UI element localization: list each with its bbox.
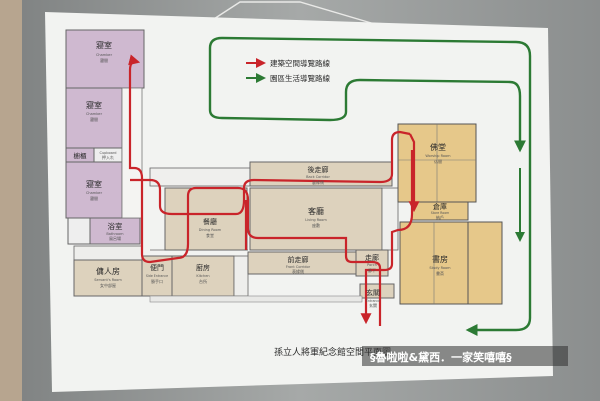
svg-text:廊下: 廊下 — [368, 267, 376, 273]
label-dining: 餐廳 — [203, 217, 217, 226]
room-study-annex — [467, 221, 503, 305]
label-front-corridor: 前走廊 — [288, 255, 309, 264]
label-closet: 櫥櫃 — [74, 151, 88, 160]
room-utility — [73, 245, 143, 261]
svg-text:Cupboard: Cupboard — [100, 151, 117, 155]
watermark-backing — [362, 346, 568, 366]
label-side-door: 便門 — [150, 263, 164, 272]
legend-red-label: 建築空間導覽路線 — [270, 58, 330, 68]
room-servants — [73, 259, 143, 297]
svg-text:Bathroom: Bathroom — [106, 232, 124, 236]
svg-text:玄関: 玄関 — [369, 302, 377, 308]
label-bathroom: 浴室 — [108, 221, 123, 231]
svg-text:寢間: 寢間 — [90, 116, 98, 122]
svg-text:座敷: 座敷 — [312, 222, 320, 228]
room-kitchen — [171, 255, 235, 297]
red-route — [128, 54, 420, 326]
label-porch: 走廊 — [365, 253, 379, 262]
svg-text:勝手口: 勝手口 — [151, 278, 163, 284]
svg-text:Chamber: Chamber — [96, 53, 113, 57]
legend-green-label: 園區生活導覽路線 — [270, 73, 330, 83]
map-title: 孫立人將軍紀念館空間平面圖 — [274, 346, 391, 358]
room-wash — [67, 217, 91, 245]
corridor-left — [121, 87, 143, 219]
svg-text:Chamber: Chamber — [86, 191, 103, 195]
room-entrance — [359, 283, 395, 299]
label-back-corridor: 後走廊 — [308, 165, 329, 174]
room-bathroom — [89, 217, 141, 245]
svg-text:風呂場: 風呂場 — [109, 235, 121, 241]
green-route — [208, 36, 532, 336]
label-servants: 傭人房 — [96, 266, 120, 276]
veranda-edge — [149, 295, 363, 303]
label-entrance: 玄關 — [366, 288, 380, 297]
watermark-text: §魯啦啦&黛西．一家笑嘻嘻§ — [370, 350, 512, 364]
wood-frame — [0, 0, 22, 401]
svg-text:Worship Room: Worship Room — [425, 154, 451, 158]
hanging-string — [199, 1, 396, 31]
label-bedroom1: 寢室 — [96, 40, 112, 50]
svg-text:仏間: 仏間 — [434, 158, 442, 164]
label-bedroom3: 寢室 — [86, 179, 102, 189]
corridor-top-left — [149, 167, 251, 187]
svg-text:表緣側: 表緣側 — [292, 268, 304, 274]
label-buddha-hall: 佛堂 — [430, 142, 446, 152]
svg-text:納戶: 納戶 — [436, 214, 444, 220]
label-storage: 倉庫 — [433, 202, 447, 211]
label-bedroom2: 寢室 — [86, 100, 102, 110]
svg-text:Porch: Porch — [367, 263, 377, 267]
svg-text:裏緣側: 裏緣側 — [312, 179, 324, 185]
svg-text:台所: 台所 — [199, 278, 207, 284]
svg-text:Side Entrance: Side Entrance — [146, 274, 168, 278]
service-wing — [73, 245, 249, 297]
room-pantry — [233, 255, 249, 297]
left-wing — [65, 29, 145, 245]
right-wing — [397, 123, 503, 305]
svg-text:Living Room: Living Room — [305, 218, 327, 222]
svg-text:Servant's Room: Servant's Room — [94, 278, 122, 282]
svg-text:食堂: 食堂 — [206, 232, 214, 238]
label-study: 書房 — [432, 254, 448, 264]
svg-text:Front Corridor: Front Corridor — [286, 265, 311, 269]
svg-text:寢間: 寢間 — [100, 57, 108, 63]
room-bedroom-3 — [65, 161, 123, 219]
svg-text:Back Corridor: Back Corridor — [306, 175, 330, 179]
label-living: 客廳 — [308, 206, 324, 216]
svg-text:Study Room: Study Room — [429, 266, 451, 270]
room-living — [249, 187, 383, 251]
corridor-right — [381, 187, 399, 251]
svg-text:押入れ: 押入れ — [102, 154, 114, 160]
svg-text:Chamber: Chamber — [86, 112, 103, 116]
room-labels: 寢室 Chamber 寢間 寢室 Chamber 寢間 櫥櫃 Cupboard … — [74, 40, 452, 308]
label-kitchen: 廚房 — [196, 263, 210, 272]
svg-text:Kitchen: Kitchen — [196, 274, 209, 278]
legend: 建築空間導覽路線 園區生活導覽路線 — [246, 58, 330, 83]
svg-text:Entrance: Entrance — [366, 299, 380, 303]
svg-text:女中部屋: 女中部屋 — [100, 282, 116, 288]
svg-text:寢間: 寢間 — [90, 195, 98, 201]
svg-text:Store Room: Store Room — [431, 211, 450, 215]
svg-text:Dining Room: Dining Room — [199, 228, 222, 232]
svg-text:書斎: 書斎 — [436, 270, 444, 276]
